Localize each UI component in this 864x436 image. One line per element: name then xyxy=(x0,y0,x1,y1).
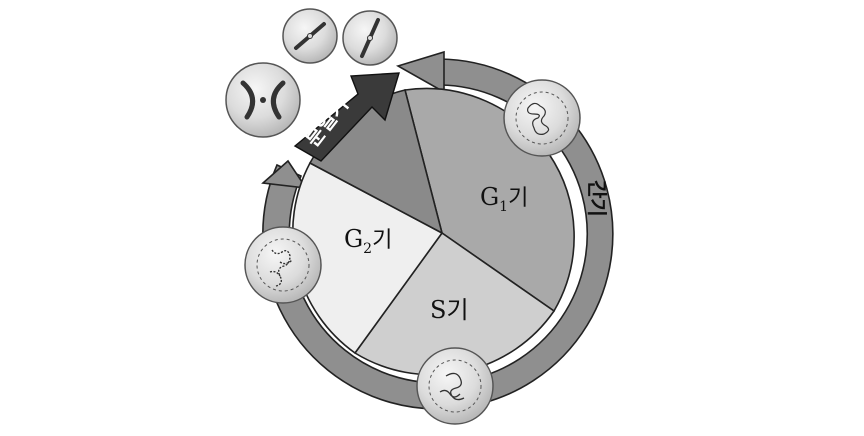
interphase-ring-arrowhead xyxy=(395,50,445,94)
daughter-cell-right-icon xyxy=(342,10,398,66)
mitosis-arrow xyxy=(293,72,400,162)
g1-cell-icon xyxy=(503,79,581,157)
g1-label: G1기 xyxy=(480,183,528,215)
interphase-label: 간기 xyxy=(585,180,609,217)
s-cell-icon xyxy=(416,347,494,425)
mitosis-cell-icon xyxy=(225,62,301,138)
g2-cell-icon xyxy=(244,226,322,304)
daughter-cell-left-icon xyxy=(282,8,338,64)
ring-arrow-tip xyxy=(261,159,308,189)
g2-label: G2기 xyxy=(344,225,392,257)
s-label: S기 xyxy=(430,296,469,324)
